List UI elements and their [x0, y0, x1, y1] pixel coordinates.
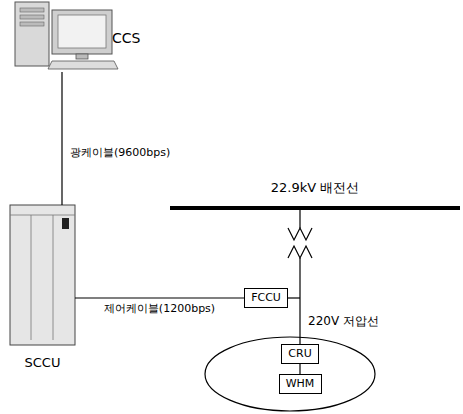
drive-slot: [20, 22, 44, 26]
cabinet-top: [10, 215, 75, 216]
keyboard: [48, 61, 118, 69]
distribution-line: [170, 206, 460, 210]
cable-line: [61, 72, 62, 205]
power-line: [299, 208, 300, 228]
meter-box: WHM: [279, 374, 322, 394]
node-label: FCCU: [251, 291, 281, 304]
drive-slot: [20, 15, 44, 19]
transformer-winding: [288, 228, 312, 240]
monitor: [52, 10, 112, 54]
drive-slot: [20, 8, 44, 12]
remote-unit-box: CRU: [281, 344, 319, 364]
low-voltage-line: [299, 258, 300, 344]
cabinet-door: [53, 215, 54, 340]
monitor-stand: [76, 54, 88, 59]
node-label: SCCU: [25, 355, 61, 371]
line-label: 22.9kV 배전선: [269, 180, 362, 196]
cabinet-node: SCCU: [10, 205, 75, 345]
cable-line: [75, 297, 244, 298]
node-label: CCS: [112, 30, 140, 47]
customer-ellipse: [205, 337, 375, 411]
computer-icon: [15, 2, 118, 69]
cable-line: [299, 364, 300, 374]
transformer-winding: [288, 246, 312, 258]
tower: [15, 2, 49, 66]
fccu-tap: [288, 297, 300, 298]
cable-label: 광케이블(9600bps): [68, 146, 172, 159]
node-label: WHM: [286, 377, 315, 390]
line-label: 220V 저압선: [306, 314, 381, 328]
cabinet: [10, 205, 75, 345]
control-unit-box: FCCU: [244, 288, 288, 308]
computer-node: CCS: [15, 2, 115, 72]
indicator: [62, 218, 69, 229]
node-label: CRU: [288, 347, 311, 360]
cabinet-icon: [10, 205, 75, 345]
cabinet-door: [31, 215, 32, 340]
cable-label: 제어케이블(1200bps): [102, 302, 217, 315]
screen: [58, 15, 106, 48]
